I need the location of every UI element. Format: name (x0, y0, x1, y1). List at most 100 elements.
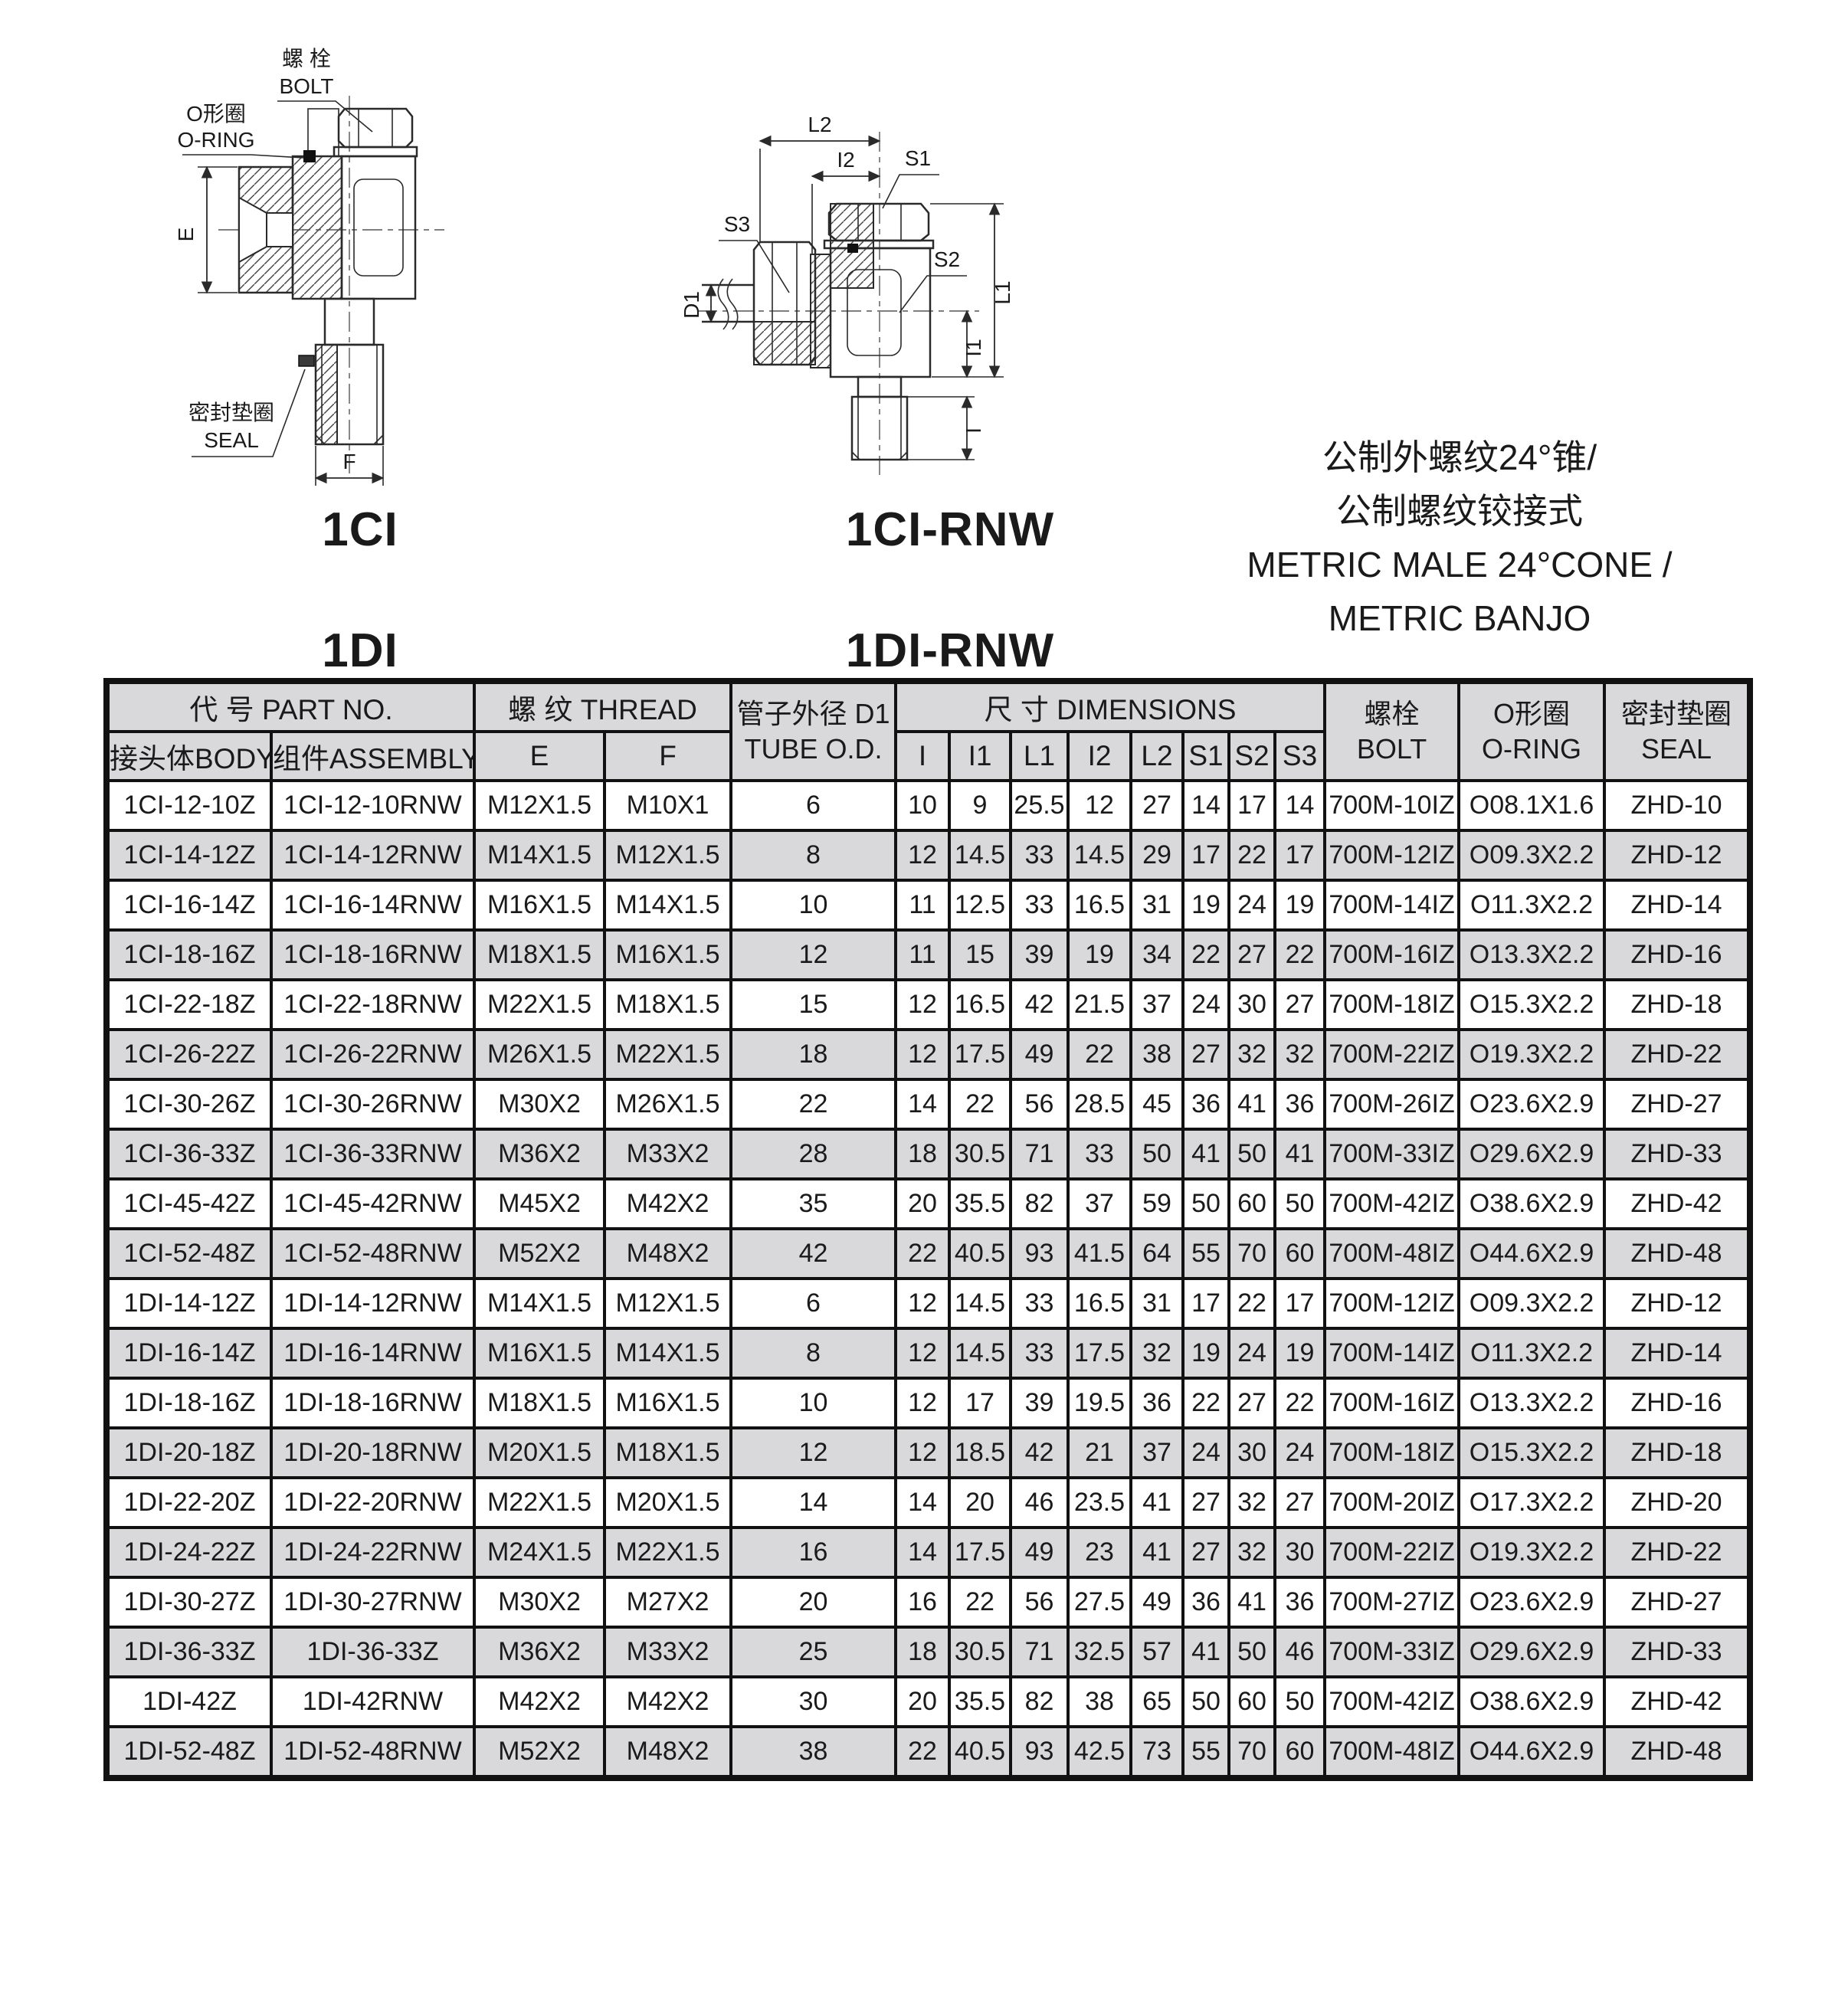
table-cell: 1DI-14-12RNW (270, 1277, 476, 1330)
table-cell: 700M-14IZ (1323, 1327, 1461, 1380)
banjo-body (340, 155, 417, 300)
table-cell: 700M-16IZ (1323, 928, 1461, 981)
table-cell: 700M-27IZ (1323, 1576, 1461, 1629)
table-cell: M16X1.5 (473, 1327, 606, 1380)
table-cell: O23.6X2.9 (1457, 1576, 1607, 1629)
dim-i1-label: I1 (962, 339, 985, 356)
table-cell: M45X2 (473, 1177, 606, 1230)
table-cell: 31 (1129, 1277, 1184, 1330)
table-cell: 12 (894, 1426, 951, 1479)
table-cell: O38.6X2.9 (1457, 1177, 1607, 1230)
table-cell: 41.5 (1067, 1227, 1132, 1280)
table-cell: 56 (1009, 1576, 1070, 1629)
table-cell: 18 (894, 1626, 951, 1678)
table-cell: M24X1.5 (473, 1526, 606, 1579)
table-cell: 30.5 (948, 1626, 1012, 1678)
table-cell: M14X1.5 (603, 1327, 732, 1380)
header-dim-i: I (894, 730, 951, 782)
table-cell: 18 (894, 1128, 951, 1180)
oring-section (847, 244, 858, 253)
seal-leader (192, 368, 306, 457)
table-cell: M22X1.5 (603, 1028, 732, 1081)
table-cell: ZHD-33 (1603, 1626, 1752, 1678)
spec-table: 代 号 PART NO. 螺 纹 THREAD 管子外径 D1 TUBE O.D… (103, 678, 1754, 1781)
table-cell: 32 (1227, 1526, 1276, 1579)
table-cell: M52X2 (473, 1227, 606, 1280)
table-cell: M36X2 (473, 1626, 606, 1678)
table-cell: O11.3X2.2 (1457, 1327, 1607, 1380)
table-cell: 22 (1227, 1277, 1276, 1330)
table-cell: 50 (1273, 1177, 1327, 1230)
table-cell: 16.5 (948, 978, 1012, 1031)
table-cell: O19.3X2.2 (1457, 1526, 1607, 1579)
table-cell: 1CI-22-18RNW (270, 978, 476, 1031)
table-cell: 1CI-16-14Z (105, 879, 273, 932)
table-cell: 10 (729, 879, 897, 932)
table-cell: ZHD-20 (1603, 1476, 1752, 1529)
header-assembly: 组件ASSEMBLY (270, 730, 476, 782)
table-cell: O38.6X2.9 (1457, 1675, 1607, 1728)
table-cell: M18X1.5 (603, 978, 732, 1031)
table-cell: 22 (948, 1078, 1012, 1131)
s2-label: S2 (934, 247, 960, 271)
table-cell: 1CI-45-42RNW (270, 1177, 476, 1230)
table-cell: 19 (1181, 879, 1230, 932)
table-cell: M48X2 (603, 1227, 732, 1280)
bolt-label-en: BOLT (279, 74, 333, 98)
table-cell: 10 (894, 779, 951, 832)
bolt-washer (333, 146, 418, 158)
table-cell: M12X1.5 (473, 779, 606, 832)
tube-break (717, 278, 729, 330)
table-cell: 11 (894, 928, 951, 981)
table-cell: M52X2 (473, 1725, 606, 1780)
table-cell: 700M-12IZ (1323, 829, 1461, 882)
table-cell: 65 (1129, 1675, 1184, 1728)
table-cell: 38 (1067, 1675, 1132, 1728)
table-cell: 12 (894, 1277, 951, 1330)
table-cell: 50 (1181, 1675, 1230, 1728)
table-cell: 25 (729, 1626, 897, 1678)
table-cell: 27 (1181, 1526, 1230, 1579)
table-cell: 60 (1273, 1725, 1327, 1780)
table-cell: O17.3X2.2 (1457, 1476, 1607, 1529)
table-cell: 30 (1227, 1426, 1276, 1479)
table-cell: 12 (1067, 779, 1132, 832)
table-cell: ZHD-42 (1603, 1177, 1752, 1230)
table-cell: 6 (729, 779, 897, 832)
model-title-left: 1CI 1DI (276, 499, 444, 677)
table-cell: 14 (1273, 779, 1327, 832)
dim-d1-label: D1 (680, 291, 703, 319)
table-cell: 700M-42IZ (1323, 1177, 1461, 1230)
header-tube-od-cn: 管子外径 D1 (736, 698, 890, 729)
table-cell: 16.5 (1067, 879, 1132, 932)
table-cell: M16X1.5 (603, 928, 732, 981)
table-cell: 18 (729, 1028, 897, 1081)
header-seal-cn: 密封垫圈 (1621, 698, 1732, 729)
table-cell: 700M-22IZ (1323, 1028, 1461, 1081)
seal-washer (298, 355, 315, 367)
table-cell: ZHD-33 (1603, 1128, 1752, 1180)
table-cell: 60 (1227, 1177, 1276, 1230)
table-cell: 700M-16IZ (1323, 1377, 1461, 1429)
table-cell: 700M-26IZ (1323, 1078, 1461, 1131)
table-cell: M33X2 (603, 1626, 732, 1678)
table-cell: 1DI-36-33Z (105, 1626, 273, 1678)
table-cell: 22 (1273, 928, 1327, 981)
table-cell: 17 (1273, 1277, 1327, 1330)
table-cell: 1CI-14-12RNW (270, 829, 476, 882)
description-line-4: METRIC BANJO (1328, 598, 1591, 638)
table-cell: 19 (1273, 879, 1327, 932)
table-cell: M16X1.5 (603, 1377, 732, 1429)
table-cell: 19 (1067, 928, 1132, 981)
table-cell: 1DI-30-27RNW (270, 1576, 476, 1629)
model-title-center: 1CI-RNW 1DI-RNW (827, 499, 1073, 677)
table-cell: 1DI-20-18RNW (270, 1426, 476, 1479)
